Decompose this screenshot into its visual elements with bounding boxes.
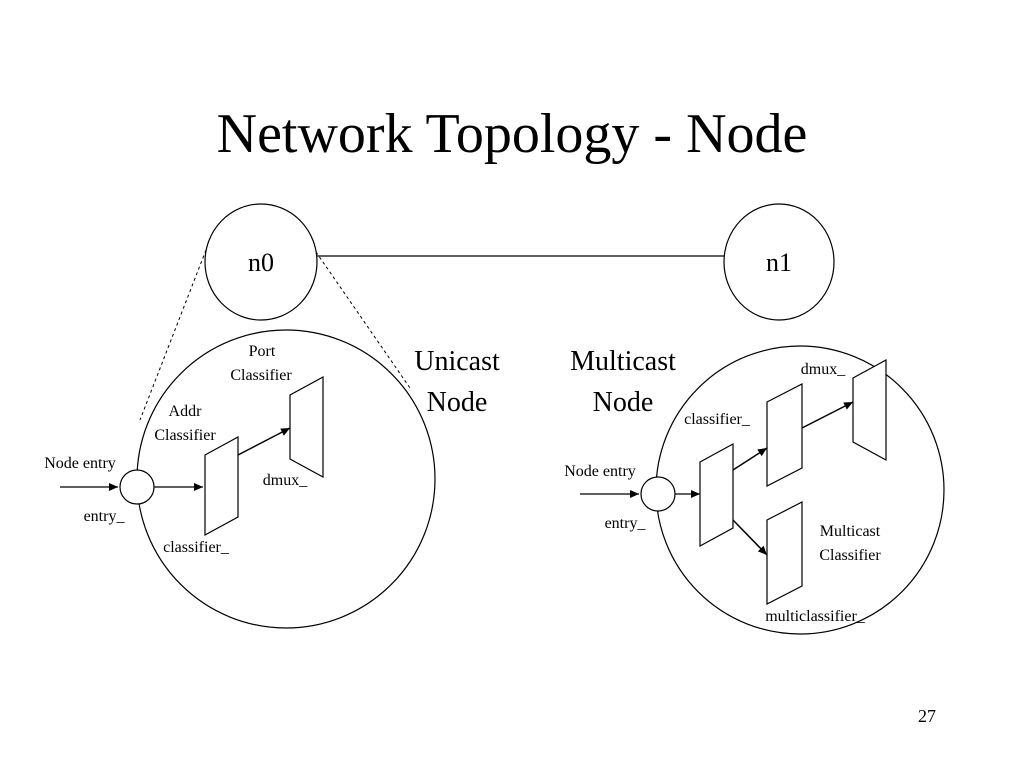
port-classifier-label-line2: Classifier: [230, 367, 292, 384]
unicast-entry-label: entry_: [84, 508, 126, 525]
unicast-heading-line2: Node: [427, 387, 488, 418]
multicast-multiclassifier-shape: [766, 501, 803, 605]
node-n1-label: n1: [766, 248, 792, 277]
unicast-heading-line1: Unicast: [414, 346, 500, 377]
unicast-classifier-label: classifier_: [163, 539, 230, 556]
unicast-dmux-label: dmux_: [263, 472, 308, 489]
multicast-classifier-to-multiclassifier-arrow: [732, 519, 768, 556]
unicast-port-classifier-shape: [289, 375, 324, 479]
unicast-addr-classifier-shape: [204, 435, 239, 537]
page-number: 27: [918, 706, 936, 726]
multicast-dmux-label: dmux_: [801, 361, 846, 378]
multicast-upper-to-dmux-arrow: [801, 401, 854, 429]
multicast-entry-label: entry_: [605, 515, 647, 532]
multicast-heading-line1: Multicast: [570, 346, 676, 377]
slide-title: Network Topology - Node: [216, 103, 808, 165]
multicast-entry-circle: [640, 476, 676, 512]
node-n0-circle: [204, 203, 318, 321]
node-n0-label: n0: [248, 248, 274, 277]
zoom-line-right: [315, 251, 411, 389]
addr-classifier-label-line1: Addr: [169, 403, 203, 420]
multicast-classifier-shape: [699, 442, 734, 548]
unicast-node-entry-label: Node entry: [44, 455, 116, 472]
port-classifier-label-line1: Port: [249, 343, 276, 360]
multicast-dmux-shape: [852, 358, 887, 462]
unicast-entry-circle: [119, 469, 155, 505]
multicast-upper-classifier-shape: [766, 383, 803, 487]
unicast-classifier-to-dmux-arrow: [237, 427, 291, 456]
node-n1-circle: [723, 203, 835, 321]
addr-classifier-label-line2: Classifier: [154, 427, 216, 444]
multicast-heading-line2: Node: [593, 387, 654, 418]
multicast-node-entry-label: Node entry: [564, 463, 636, 480]
multicast-classifier-name-line1: Multicast: [820, 523, 881, 540]
multicast-classifier-name-line2: Classifier: [819, 547, 881, 564]
multicast-classifier-to-dmux-upper-arrow: [732, 447, 768, 471]
multicast-classifier-label: classifier_: [684, 411, 751, 428]
zoom-line-left: [139, 249, 207, 421]
multiclassifier-label: multiclassifier_: [765, 608, 866, 625]
